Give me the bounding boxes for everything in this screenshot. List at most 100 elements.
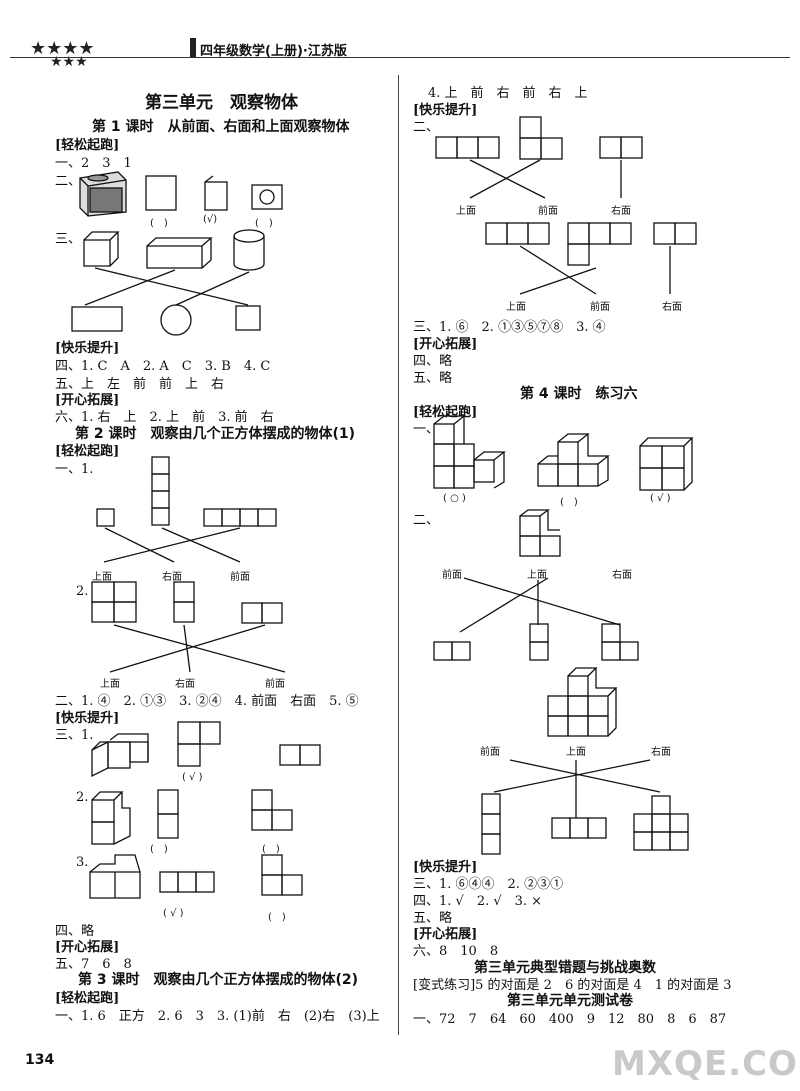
solid-4-5 xyxy=(547,667,618,737)
item-number: 2. xyxy=(76,790,89,805)
solid-3-1 xyxy=(91,733,149,778)
mark-blank: ( ) xyxy=(262,844,280,855)
section-label: [轻松起跑] xyxy=(55,444,120,459)
answer-line: 四、1. C A 2. A C 3. B 4. C xyxy=(55,359,271,374)
answer-line: 四、略 xyxy=(55,924,95,939)
svg-text:★★★★: ★★★★ xyxy=(30,38,95,59)
lesson1-title: 第 1 课时 从前面、右面和上面观察物体 xyxy=(92,119,350,135)
answer-line: 五、略 xyxy=(413,911,453,926)
answer-line: 一、 xyxy=(413,422,440,437)
stars-decoration: ★★★★ ★★★ xyxy=(10,36,190,70)
answer-line: 一、72 7 64 60 400 9 12 80 8 6 87 xyxy=(413,1012,727,1027)
mark-blank: ( ) xyxy=(150,218,168,229)
mark-check: (√) xyxy=(203,214,218,225)
answer-line: 一、1. xyxy=(55,462,94,477)
header-rule xyxy=(10,57,790,58)
answer-line: 三、1. ⑥ 2. ①③⑤⑦⑧ 3. ④ xyxy=(413,320,606,335)
answer-line: 4. 上 前 右 前 右 上 xyxy=(428,86,588,101)
mark-check: ( √ ) xyxy=(650,493,671,504)
label-top: 上面 xyxy=(566,747,586,758)
header-bar: 四年级数学(上册)·江苏版 xyxy=(190,38,800,59)
view-step-3 xyxy=(633,795,689,851)
view-row-2d xyxy=(433,641,471,661)
answer-line: 六、1. 右 上 2. 上 前 3. 前 右 xyxy=(55,410,274,425)
answer-line: 二、 xyxy=(55,174,82,189)
view-row-4 xyxy=(203,508,277,527)
mark-blank: ( ) xyxy=(255,218,273,229)
answer-line: 三、 xyxy=(55,232,82,247)
solid-4-4 xyxy=(519,509,561,557)
section-label: [开心拓展] xyxy=(55,940,120,955)
lesson2-title: 第 2 课时 观察由几个正方体摆成的物体(1) xyxy=(75,426,356,442)
view-2x2 xyxy=(91,581,137,623)
label-top: 上面 xyxy=(506,302,526,313)
section-label: [快乐提升] xyxy=(413,103,478,118)
view-L-5 xyxy=(601,623,639,661)
label-front: 前面 xyxy=(590,302,610,313)
answer-line: 二、1. ④ 2. ①③ 3. ②④ 4. 前面 右面 5. ⑤ xyxy=(55,694,359,709)
item-number: 2. xyxy=(76,584,89,599)
unit-title: 第三单元 观察物体 xyxy=(145,93,298,113)
view-row-3 xyxy=(159,871,215,893)
header-stars: ★★★★ ★★★ xyxy=(10,28,190,72)
answer-line: 二、 xyxy=(413,120,440,135)
label-front: 前面 xyxy=(230,572,250,583)
lesson3-title: 第 3 课时 观察由几个正方体摆成的物体(2) xyxy=(78,972,359,988)
answer-line: 四、1. √ 2. √ 3. × xyxy=(413,894,543,909)
label-top: 上面 xyxy=(527,570,547,581)
label-front: 前面 xyxy=(538,206,558,217)
section-label: [快乐提升] xyxy=(413,860,478,875)
answer-line: 一、2 3 1 xyxy=(55,156,132,171)
page-number: 134 xyxy=(25,1052,55,1068)
solid-4-1 xyxy=(433,415,506,489)
answer-line: 六、8 10 8 xyxy=(413,944,499,959)
label-top: 上面 xyxy=(456,206,476,217)
view-T-1 xyxy=(567,222,632,266)
svg-text:★★★: ★★★ xyxy=(50,54,88,68)
view-L-4 xyxy=(519,116,563,160)
label-top: 上面 xyxy=(100,679,120,690)
label-right: 右面 xyxy=(162,572,182,583)
answer-line: 三、1. xyxy=(55,728,94,743)
answer-line: 五、略 xyxy=(413,371,453,386)
answer-line: 五、7 6 8 xyxy=(55,957,132,972)
view-col-3 xyxy=(481,793,501,855)
view-2-1 xyxy=(279,744,321,766)
watermark: MXQE.COM xyxy=(612,1044,800,1084)
answer-line: 三、1. ⑥④④ 2. ②③① xyxy=(413,877,564,892)
typical-errors-title: 第三单元典型错题与挑战奥数 xyxy=(474,960,656,976)
section-label: [开心拓展] xyxy=(413,927,478,942)
answer-line: 五、上 左 前 前 上 右 xyxy=(55,377,225,392)
view-row-3c xyxy=(485,222,550,245)
view-row-3d xyxy=(551,817,607,839)
view-row-3b xyxy=(435,136,500,159)
mark-circle: ( ○ ) xyxy=(443,493,466,504)
label-front: 前面 xyxy=(265,679,285,690)
section-label: [轻松起跑] xyxy=(55,138,120,153)
section-label: [快乐提升] xyxy=(55,711,120,726)
section-label: [快乐提升] xyxy=(55,341,120,356)
cube-solid xyxy=(83,231,120,267)
label-top: 上面 xyxy=(92,572,112,583)
section-label: [开心拓展] xyxy=(55,393,120,408)
view-front xyxy=(145,175,177,211)
unit-test-title: 第三单元单元测试卷 xyxy=(507,993,633,1009)
label-right: 右面 xyxy=(662,302,682,313)
view-row-2c xyxy=(653,222,697,245)
mark-blank: ( ) xyxy=(560,497,578,508)
lesson4-title: 第 4 课时 练习六 xyxy=(520,386,638,402)
view-rectangle xyxy=(71,306,123,332)
solid-3-3 xyxy=(89,854,141,899)
cuboid-solid xyxy=(146,237,213,269)
answer-line: 四、略 xyxy=(413,354,453,369)
solid-4-3 xyxy=(639,437,694,491)
view-L-3 xyxy=(261,854,303,896)
item-number: 3. xyxy=(76,855,89,870)
view-circle xyxy=(160,304,192,336)
answer-line: 一、1. 6 正方 2. 6 3 3. (1)前 右 (2)右 (3)上 xyxy=(55,1009,380,1024)
mark-check: ( √ ) xyxy=(182,772,203,783)
answer-line: [变式练习]5 的对面是 2 6 的对面是 4 1 的对面是 3 xyxy=(413,978,732,993)
view-L-1 xyxy=(177,721,221,767)
view-L-2 xyxy=(251,789,293,831)
